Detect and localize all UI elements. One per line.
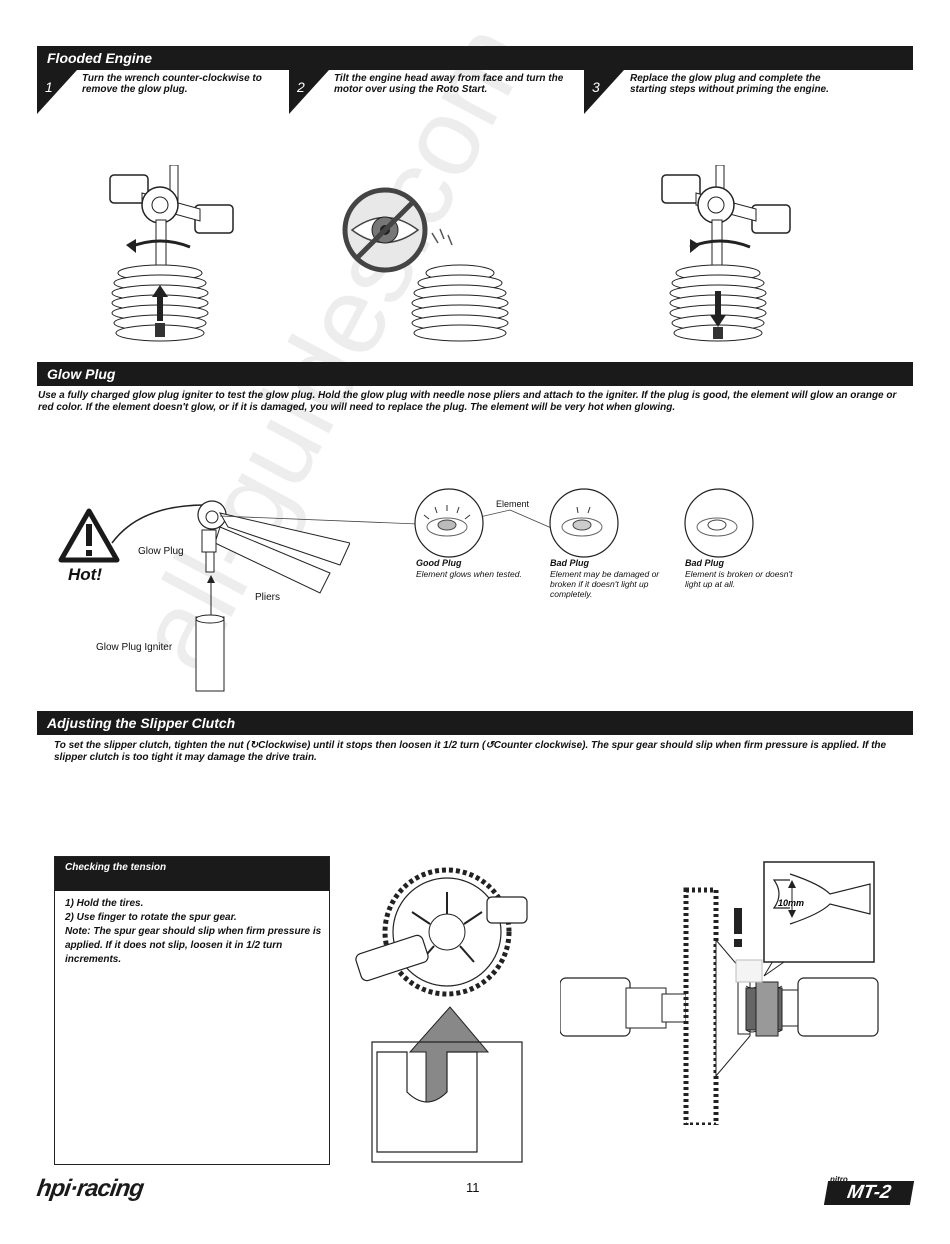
nitro-logo-text: nitro — [830, 1175, 848, 1184]
hot-label: Hot! — [68, 565, 102, 584]
page-number: 11 — [466, 1180, 480, 1195]
bad-plug-partial-illustration — [549, 488, 619, 558]
slipper-instructions: To set the slipper clutch, tighten the n… — [54, 740, 887, 763]
wrench-removing-plug-illustration — [109, 165, 234, 342]
clockwise-icon: ↻ — [249, 740, 259, 751]
step-3-text: Replace the glow plug and complete the s… — [630, 73, 829, 95]
glow-plug-instructions: Use a fully charged glow plug igniter to… — [38, 390, 897, 413]
element-label: Element — [496, 499, 530, 509]
tension-note: Note: The spur gear should slip when fir… — [65, 926, 322, 965]
tension-step-1: 1) Hold the tires. — [65, 898, 144, 909]
igniter-label: Glow Plug Igniter — [96, 642, 173, 653]
section-header-flooded-engine: Flooded Engine — [37, 46, 913, 70]
section-header-slipper-clutch: Adjusting the Slipper Clutch — [37, 711, 913, 735]
bad-plug-2-title: Bad Plug — [685, 558, 725, 568]
bad-plug-1-desc: Element may be damaged or broken if it d… — [550, 569, 660, 599]
no-face-warning-illustration — [342, 187, 509, 342]
step-3-badge: 3 — [584, 70, 624, 114]
checking-tension-box: Checking the tension 1) Hold the tires. … — [54, 856, 330, 1165]
bad-plug-broken-illustration — [684, 488, 754, 558]
glow-plug-label: Glow Plug — [138, 546, 184, 557]
hpi-racing-logo: hpi·racing — [35, 1175, 145, 1202]
slipper-nut-adjust-illustration: 10mm — [560, 861, 879, 1125]
checking-tension-title: Checking the tension — [55, 857, 329, 891]
step-1-number: 1 — [45, 79, 53, 95]
callout-line — [220, 515, 419, 525]
good-plug-title: Good Plug — [416, 558, 462, 568]
tension-step-2: 2) Use finger to rotate the spur gear. — [65, 912, 237, 923]
counter-clockwise-icon: ↺ — [485, 740, 494, 751]
bad-plug-1-title: Bad Plug — [550, 558, 590, 568]
step-3-number: 3 — [592, 79, 600, 95]
spur-gear-removal-illustration — [355, 867, 528, 1163]
step-1-text: Turn the wrench counter-clockwise to rem… — [82, 73, 262, 95]
good-plug-desc: Element glows when tested. — [416, 569, 522, 579]
section-header-glow-plug: Glow Plug — [37, 362, 913, 386]
wrench-size-label: 10mm — [778, 898, 804, 908]
step-1-badge: 1 — [37, 70, 77, 114]
pliers-label: Pliers — [255, 592, 281, 603]
wrench-replacing-plug-illustration — [661, 165, 791, 342]
mt2-logo: MT-2 — [823, 1181, 915, 1205]
step-2-number: 2 — [296, 79, 305, 95]
bad-plug-2-desc: Element is broken or doesn't light up at… — [685, 569, 793, 589]
pliers-and-igniter-illustration — [111, 500, 350, 692]
step-2-text: Tilt the engine head away from face and … — [334, 73, 564, 95]
step-2-badge: 2 — [289, 70, 329, 114]
hot-warning-icon — [58, 508, 120, 563]
good-plug-illustration — [414, 488, 484, 558]
